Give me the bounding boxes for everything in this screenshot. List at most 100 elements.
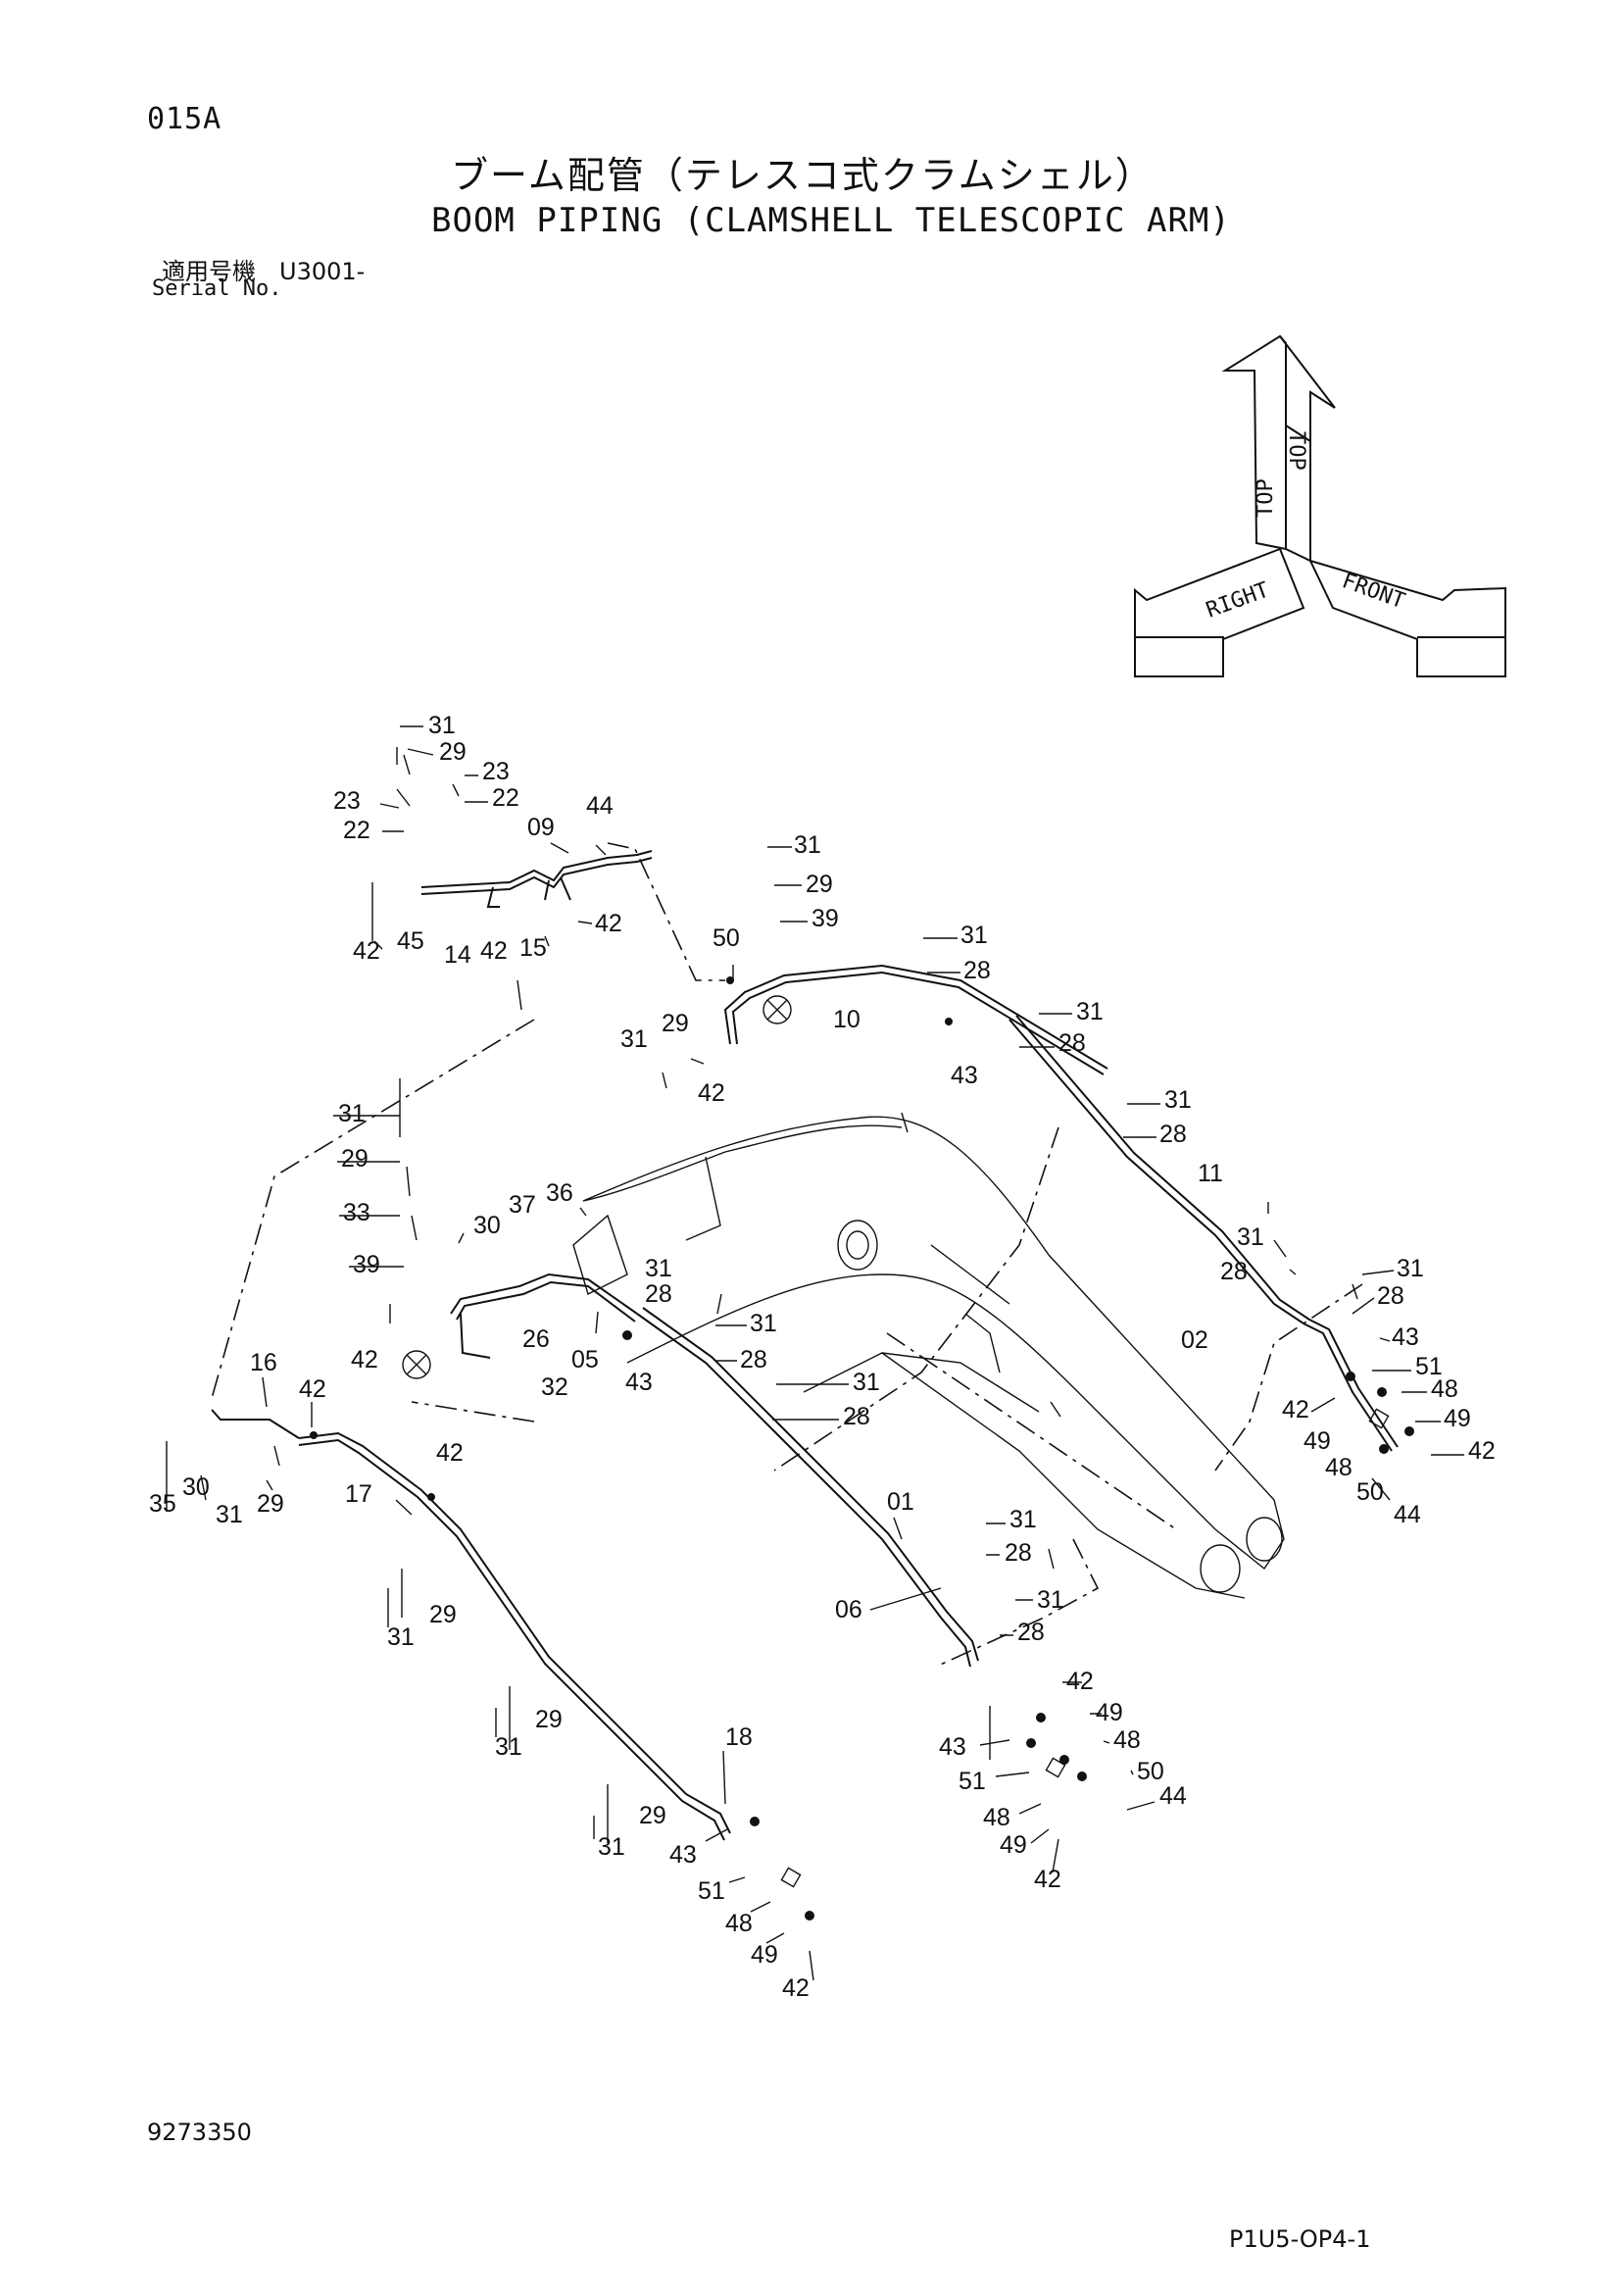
callout: 31	[495, 1733, 522, 1761]
reference-x-marks	[402, 995, 792, 1379]
callout: 22	[492, 784, 519, 812]
callout: 49	[1303, 1427, 1331, 1455]
callout: 29	[439, 738, 467, 766]
callout: 42	[698, 1079, 725, 1107]
callout: 29	[341, 1145, 369, 1173]
callout: 26	[522, 1325, 550, 1353]
callout: 31	[1076, 998, 1104, 1025]
callout: 48	[983, 1804, 1010, 1831]
leader-lines	[166, 725, 1464, 1981]
callout: 29	[806, 871, 833, 898]
callout: 28	[1017, 1619, 1045, 1646]
callout: 28	[1058, 1029, 1086, 1057]
callout: 31	[750, 1310, 777, 1337]
callout: 42	[1066, 1668, 1094, 1695]
callout: 49	[1096, 1699, 1123, 1726]
callout: 18	[725, 1723, 753, 1751]
axis-label-right: RIGHT	[1204, 577, 1273, 623]
axis-label-top: TOP	[1284, 431, 1308, 471]
callout: 44	[1159, 1782, 1187, 1810]
callout: 31	[1164, 1086, 1192, 1114]
page-reference: P1U5-OP4-1	[1229, 2225, 1371, 2253]
callout: 31	[960, 922, 988, 949]
callout: 48	[725, 1910, 753, 1937]
callout: 43	[1392, 1323, 1419, 1351]
callout: 42	[353, 937, 380, 965]
callout: 43	[669, 1841, 697, 1869]
callout: 28	[963, 957, 991, 984]
callout: 31	[620, 1025, 648, 1053]
orientation-indicator: TOP TOP RIGHT FRONT	[1134, 334, 1506, 677]
callout: 30	[473, 1212, 501, 1239]
axis-label-top-mirror: TOP	[1254, 478, 1278, 518]
pipe-17	[298, 1431, 731, 1834]
callout: 42	[480, 937, 508, 965]
callout: 31	[1037, 1586, 1064, 1614]
pipe-11	[1008, 1019, 1393, 1452]
clamp-markers	[310, 976, 1414, 1921]
callout: 48	[1113, 1726, 1141, 1754]
callout: 15	[519, 934, 547, 962]
callout: 09	[527, 814, 555, 841]
callout: 37	[509, 1191, 536, 1219]
callout: 28	[843, 1403, 870, 1430]
callout: 22	[343, 817, 370, 844]
callout: 31	[387, 1623, 415, 1651]
front-arrow	[1308, 559, 1506, 677]
pipe-06	[636, 1313, 971, 1668]
callout: 31	[853, 1369, 880, 1396]
serial-label-english: Serial No.	[152, 276, 282, 301]
callout: 50	[1356, 1478, 1384, 1506]
callout: 31	[216, 1501, 243, 1528]
callout: 01	[887, 1488, 914, 1516]
callout: 05	[571, 1346, 599, 1373]
callout: 42	[1468, 1437, 1496, 1465]
callout: 43	[951, 1062, 978, 1089]
callout: 49	[751, 1941, 778, 1969]
callout: 31	[338, 1100, 366, 1127]
callout: 43	[625, 1369, 653, 1396]
callout: 28	[1159, 1121, 1187, 1148]
serial-label-japanese: 適用号機 U3001-	[162, 258, 366, 285]
callout: 28	[740, 1346, 767, 1373]
callout: 16	[250, 1349, 277, 1376]
callout: 23	[482, 758, 510, 785]
callout: 29	[257, 1490, 284, 1518]
callout-labels: 31 29 23 22 23 22 09 44 42 45 14 42 15 4…	[149, 712, 1496, 2002]
drawing-number: 9273350	[147, 2119, 252, 2146]
callout: 44	[586, 792, 614, 820]
callout: 48	[1325, 1454, 1352, 1481]
callout: 29	[535, 1706, 563, 1733]
callout: 48	[1431, 1375, 1458, 1403]
callout: 29	[639, 1802, 666, 1829]
callout: 06	[835, 1596, 862, 1623]
callout: 31	[1009, 1506, 1037, 1533]
callout: 29	[429, 1601, 457, 1628]
callout: 31	[1397, 1255, 1424, 1282]
callout: 29	[662, 1010, 689, 1037]
callout: 10	[833, 1006, 861, 1033]
callout: 23	[333, 787, 361, 815]
callout: 42	[436, 1439, 464, 1467]
callout: 51	[698, 1877, 725, 1905]
callout: 35	[149, 1490, 176, 1518]
pipe-09	[420, 850, 653, 888]
callout: 50	[713, 924, 740, 952]
callout: 31	[645, 1255, 672, 1282]
title-japanese: ブーム配管（テレスコ式クラムシェル）	[451, 154, 1155, 197]
callout: 51	[1415, 1353, 1443, 1380]
connection-lines	[210, 842, 1363, 1668]
bolt-markers	[166, 747, 1358, 1843]
callout: 02	[1181, 1326, 1208, 1354]
callout: 11	[1198, 1160, 1223, 1187]
axis-label-front: FRONT	[1339, 569, 1408, 614]
callout: 45	[397, 927, 424, 955]
callout: 32	[541, 1373, 568, 1401]
page-code: 015A	[147, 102, 222, 136]
callout: 42	[1282, 1396, 1309, 1423]
pipe-10	[723, 964, 1108, 1070]
callout: 39	[812, 905, 839, 932]
callout: 42	[299, 1375, 326, 1403]
boom-body	[572, 1116, 1285, 1599]
